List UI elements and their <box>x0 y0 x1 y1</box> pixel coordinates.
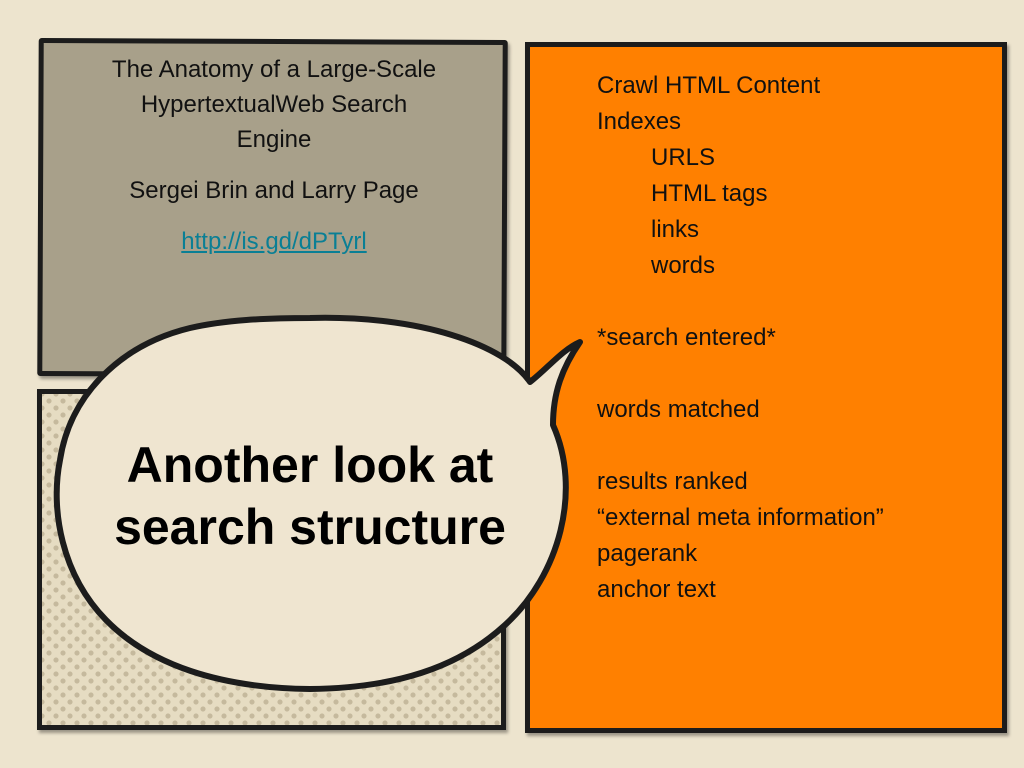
bubble-heading-line-2: search structure <box>114 499 506 555</box>
structure-item-words-matched: words matched <box>597 396 760 423</box>
structure-subitem-html-tags: HTML tags <box>651 180 768 207</box>
paper-title-line-3: Engine <box>236 126 312 153</box>
structure-item-pagerank: pagerank <box>597 540 698 567</box>
structure-item-anchor-text: anchor text <box>597 576 716 603</box>
structure-item-search-entered: *search entered* <box>597 324 776 351</box>
structure-item-crawl: Crawl HTML Content <box>597 72 821 99</box>
bubble-heading: Another look at search structure <box>80 434 540 558</box>
structure-subitem-urls: URLS <box>651 144 716 171</box>
structure-subitem-links: links <box>651 216 700 243</box>
structure-subitem-words: words <box>651 252 716 279</box>
paper-info: The Anatomy of a Large-Scale Hypertextua… <box>44 52 504 259</box>
paper-title-line-1: The Anatomy of a Large-Scale <box>111 56 437 83</box>
paper-authors: Sergei Brin and Larry Page <box>129 177 419 204</box>
structure-item-results-ranked: results ranked <box>597 468 748 495</box>
paper-title-line-2: HypertextualWeb Search <box>140 91 408 118</box>
structure-item-meta-information: “external meta information” <box>597 504 884 531</box>
paper-link[interactable]: http://is.gd/dPTyrl <box>181 228 367 255</box>
speech-bubble-shape <box>53 314 583 692</box>
structure-list: Crawl HTML Content Indexes URLS HTML tag… <box>597 68 884 608</box>
bubble-heading-line-1: Another look at <box>126 437 494 493</box>
structure-item-indexes: Indexes <box>597 108 682 135</box>
structure-panel <box>525 42 1007 733</box>
